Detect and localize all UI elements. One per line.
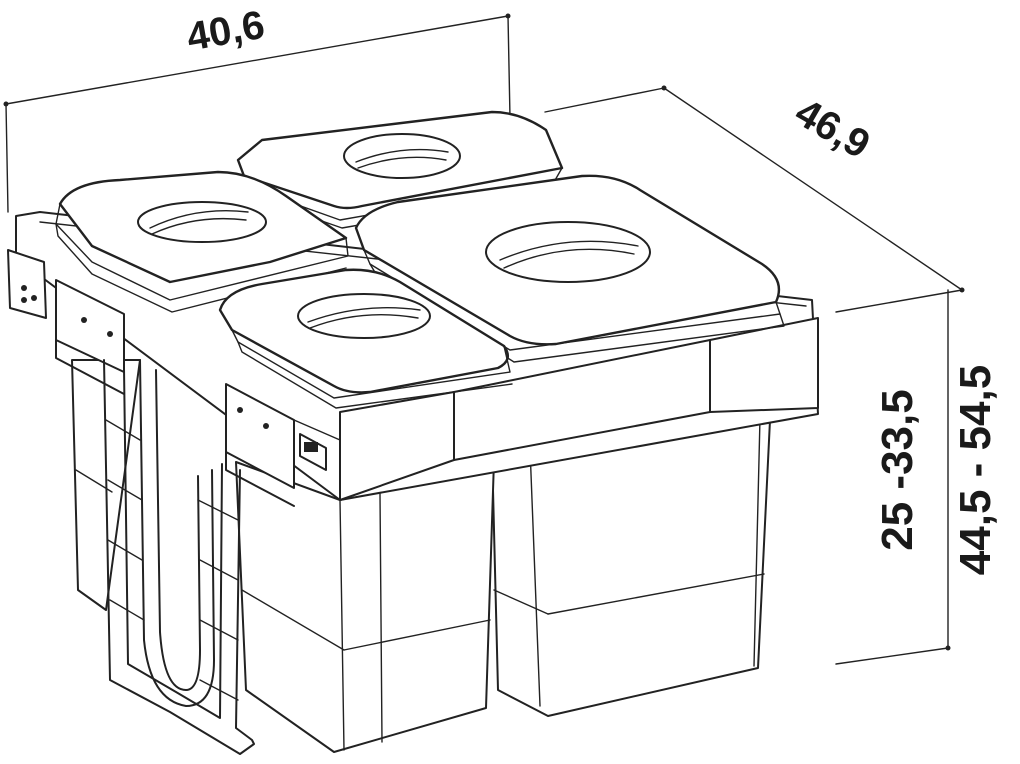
pull-out-runner [55,339,295,755]
lid-back-left [55,170,349,313]
lid-front-left [218,268,513,409]
lid-back-middle [236,110,564,229]
depth-dimension [544,85,965,313]
lid-right-large [354,174,785,363]
bin-right-large [491,411,771,717]
width-dimension [3,13,511,213]
height-inner-label: 25 -33,5 [873,389,922,550]
bin-front-left [235,459,495,753]
width-label: 40,6 [184,3,268,60]
height-outer-label: 44,5 - 54,5 [951,365,1000,575]
depth-label: 46,9 [788,90,877,167]
height-dimension [835,289,951,665]
